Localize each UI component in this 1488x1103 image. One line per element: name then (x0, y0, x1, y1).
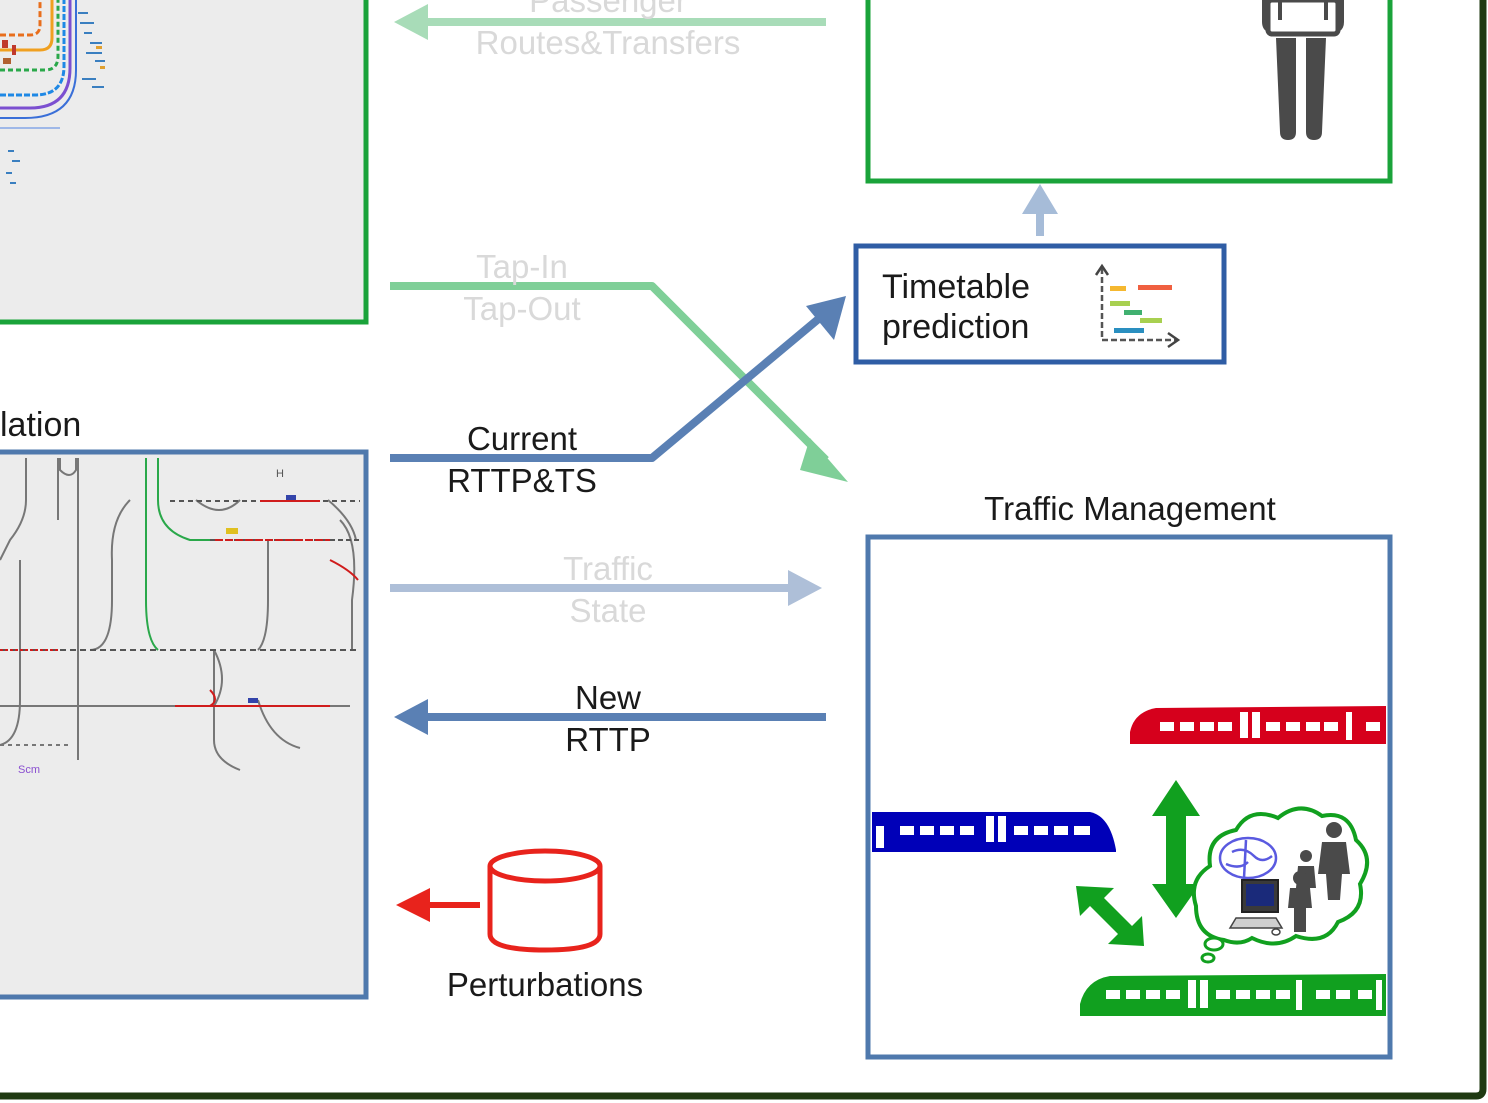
current-rttp-arrow: Current RTTP&TS (390, 296, 846, 499)
current-rttp-label-line2: RTTP&TS (447, 462, 597, 499)
computer-icon (1228, 879, 1284, 936)
gantt-chart-icon (1094, 263, 1181, 349)
passenger-panel (865, 0, 1393, 184)
database-icon (487, 848, 603, 953)
traffic-management-panel: Traffic Management (865, 490, 1393, 1060)
new-rttp-arrow: New RTTP (394, 679, 826, 758)
blue-train-icon (872, 812, 1116, 852)
traffic-state-arrow: Traffic State (390, 550, 822, 629)
tap-out-label: Tap-Out (463, 290, 580, 327)
traffic-state-label-line2: State (569, 592, 646, 629)
simulation-title: lation (0, 406, 81, 444)
simulation-panel: lation (0, 406, 369, 1000)
schematic-station-label: Scm (18, 764, 40, 776)
metro-map-panel (0, 0, 369, 325)
tap-in-out-arrow: Tap-In Tap-Out (390, 248, 848, 482)
passenger-routes-label-line2: Routes&Transfers (476, 24, 741, 61)
family-icon (1288, 822, 1350, 932)
track-schematic-image (0, 458, 360, 771)
metro-map-image (0, 0, 120, 190)
current-rttp-label-line1: Current (467, 420, 577, 457)
diagonal-double-arrow (1076, 886, 1144, 946)
perturbations-source: Perturbations (396, 848, 643, 1003)
timetable-label-line2: prediction (882, 308, 1029, 346)
schematic-marker-label: H (276, 468, 284, 480)
brain-icon (1218, 836, 1278, 880)
red-train-icon (1130, 706, 1386, 744)
timetable-prediction-box: Timetable prediction (853, 243, 1227, 365)
green-train-icon (1080, 974, 1386, 1016)
new-rttp-label-line1: New (575, 679, 641, 716)
timetable-label-line1: Timetable (882, 268, 1030, 306)
passenger-routes-arrow: Passenger Routes&Transfers (394, 0, 826, 61)
traffic-state-label-line1: Traffic (563, 550, 653, 587)
new-rttp-label-line2: RTTP (565, 721, 651, 758)
tap-in-label: Tap-In (476, 248, 568, 285)
passenger-routes-label-line1: Passenger (529, 0, 687, 19)
vertical-double-arrow (1152, 780, 1200, 918)
person-icon (1262, 0, 1344, 140)
perturbations-label: Perturbations (447, 966, 643, 1003)
traffic-management-title: Traffic Management (984, 490, 1276, 527)
